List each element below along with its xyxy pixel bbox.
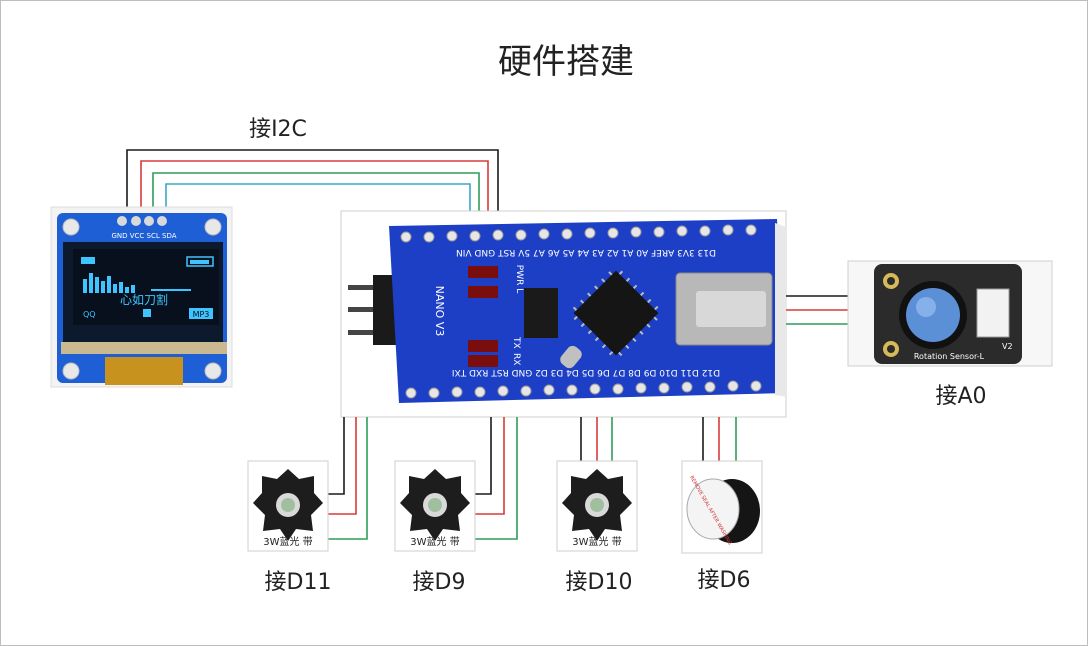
- oled-right-tag: MP3: [193, 310, 210, 319]
- d6-label: 接D6: [698, 568, 751, 593]
- led-module-d11: 3W蓝光 带: [247, 460, 329, 552]
- nano-pwr-label: PWR L: [514, 265, 524, 293]
- nano-bottom-pins: D12 D11 D10 D9 D8 D7 D6 D5 D4 D3 D2 GND …: [452, 367, 720, 377]
- nano-tx-label: TX: [511, 336, 521, 349]
- oled-screen-text: 心如刀割: [120, 292, 168, 307]
- i2c-label: 接I2C: [249, 117, 307, 142]
- oled-pin-labels: GND VCC SCL SDA: [111, 232, 176, 240]
- d11-wires: [328, 417, 368, 540]
- d10-label: 接D10: [566, 570, 633, 595]
- nano-rx-label: RX: [511, 353, 521, 365]
- rotation-sensor-version: V2: [1002, 342, 1013, 351]
- a0-wires: [786, 295, 848, 325]
- i2c-wires: [126, 149, 499, 219]
- led-caption: 3W蓝光 带: [572, 535, 621, 548]
- page-title: 硬件搭建: [498, 42, 634, 82]
- led-caption: 3W蓝光 带: [410, 535, 459, 548]
- led-module-d10: 3W蓝光 带: [556, 460, 638, 552]
- buzzer-module: REMOVE SEAL AFTER WASHING: [681, 460, 763, 554]
- nano-top-pins: D13 3V3 AREF A0 A1 A2 A3 A4 A5 A6 A7 5V …: [456, 247, 716, 257]
- d11-label: 接D11: [265, 570, 332, 595]
- d9-wires: [475, 417, 518, 540]
- d6-wires: [702, 417, 737, 462]
- a0-label: 接A0: [935, 384, 986, 409]
- oled-left-tag: QQ: [83, 310, 96, 319]
- d9-label: 接D9: [413, 570, 466, 595]
- d10-wires: [580, 417, 613, 462]
- oled-module: GND VCC SCL SDA 心如刀割 QQ MP3: [50, 206, 233, 388]
- nano-name: NANO V3: [433, 286, 446, 337]
- arduino-nano: D13 3V3 AREF A0 A1 A2 A3 A4 A5 A6 A7 5V …: [340, 210, 787, 418]
- led-caption: 3W蓝光 带: [263, 535, 312, 548]
- rotation-sensor-label: Rotation Sensor-L: [914, 352, 985, 361]
- led-module-d9: 3W蓝光 带: [394, 460, 476, 552]
- rotation-sensor: V2 Rotation Sensor-L: [847, 260, 1053, 367]
